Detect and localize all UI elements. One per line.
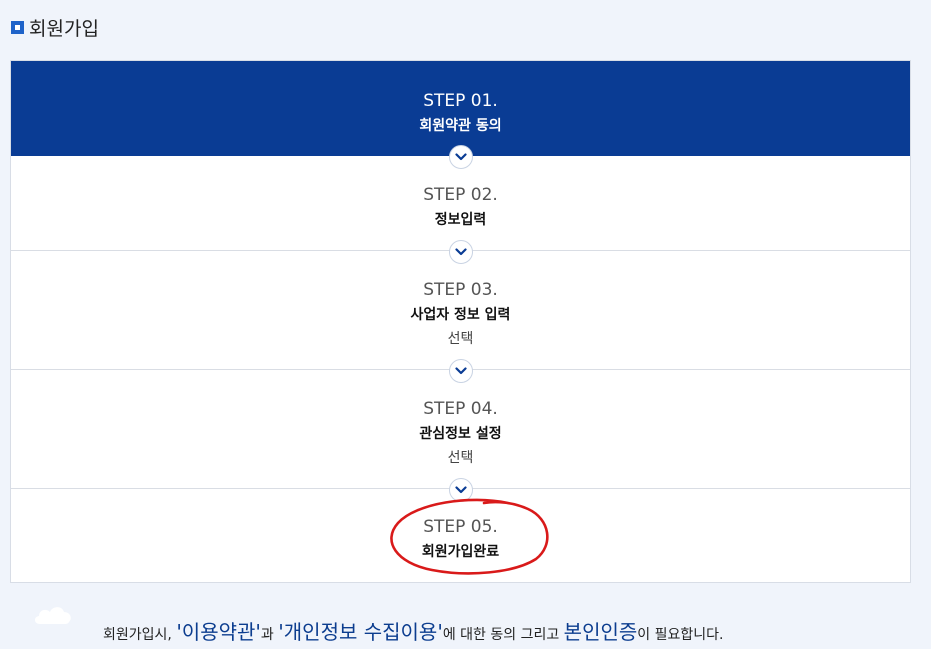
square-bullet-icon [11,21,24,34]
signup-steps: STEP 01. 회원약관 동의 STEP 02. 정보입력 STEP 03. … [10,60,911,583]
chevron-down-icon [448,240,473,264]
terms-highlight: '이용약관' [176,620,261,644]
step-5: STEP 05. 회원가입완료 [11,489,910,582]
verification-highlight: 본인인증 [563,620,638,644]
step-1: STEP 01. 회원약관 동의 [11,61,910,156]
step-number: STEP 02. [423,185,498,205]
step-optional-label: 선택 [447,450,474,466]
cloud-icon [34,607,71,624]
step-number: STEP 01. [423,91,498,111]
red-circle-annotation [390,498,549,575]
page-title: 회원가입 [11,14,99,41]
step-optional-label: 선택 [447,331,474,347]
step-title: 정보입력 [434,212,487,228]
step-number: STEP 04. [423,399,498,419]
step-title: 관심정보 설정 [419,426,502,442]
page-title-text: 회원가입 [29,18,99,40]
notice-text-part: 과 [260,627,279,643]
chevron-down-icon [448,359,473,383]
notice-text: 회원가입시, '이용약관'과 '개인정보 수집이용'에 대한 동의 그리고 본인… [103,616,723,645]
step-title: 회원가입완료 [421,544,500,560]
chevron-down-icon [448,145,473,169]
step-2: STEP 02. 정보입력 [11,156,910,251]
step-4: STEP 04. 관심정보 설정 선택 [11,370,910,489]
step-3: STEP 03. 사업자 정보 입력 선택 [11,251,910,370]
privacy-highlight: '개인정보 수집이용' [278,620,443,644]
step-title: 회원약관 동의 [419,118,502,134]
notice-text-part: 이 필요합니다. [637,627,724,643]
chevron-down-icon [448,478,473,502]
notice-text-part: 에 대한 동의 그리고 [442,627,564,643]
signup-notice: 회원가입시, '이용약관'과 '개인정보 수집이용'에 대한 동의 그리고 본인… [0,607,931,645]
step-title: 사업자 정보 입력 [410,307,511,323]
step-number: STEP 05. [423,517,498,537]
step-number: STEP 03. [423,280,498,300]
notice-text-part: 회원가입시, [103,627,177,643]
